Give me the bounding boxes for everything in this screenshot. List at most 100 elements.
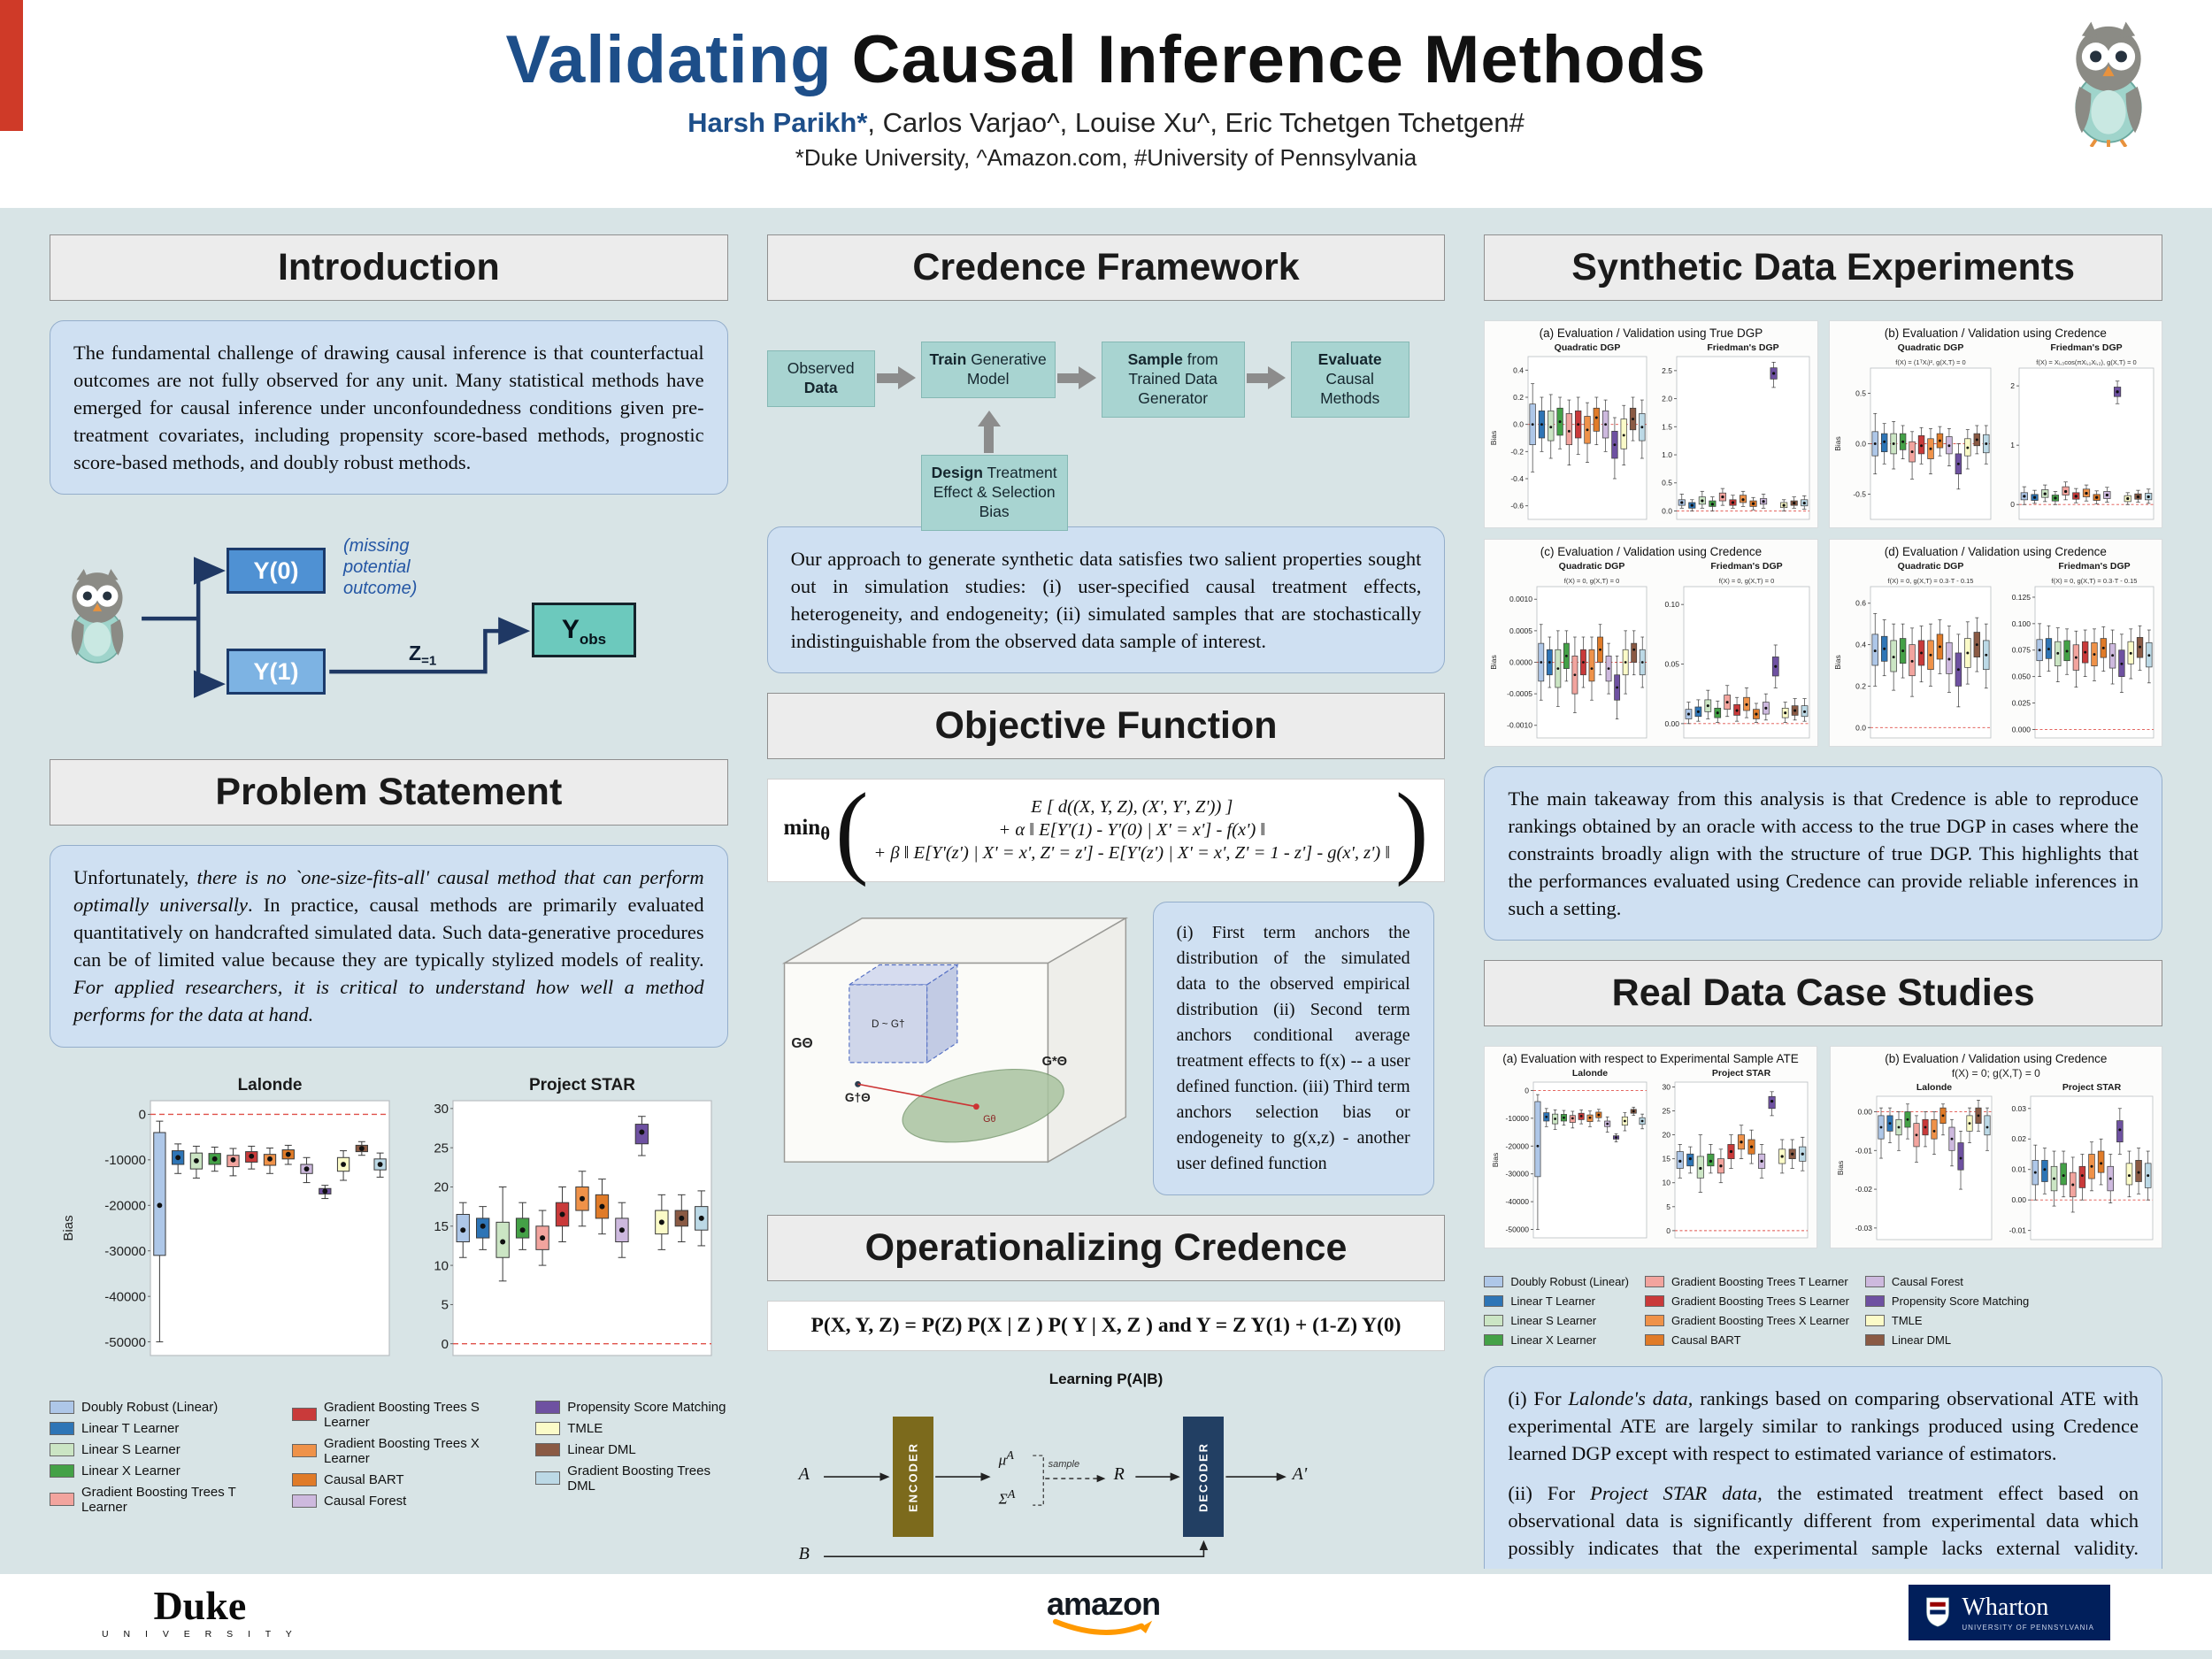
svg-text:5: 5 [442,1297,449,1312]
legend-swatch [291,1444,317,1458]
svg-text:f(X) = Xᵢ,₃cos(πXᵢ,₁Xᵢ,₂), g(: f(X) = Xᵢ,₃cos(πXᵢ,₁Xᵢ,₂), g(X,T) = 0 [2037,358,2137,366]
real-data-panels: (a) Evaluation with respect to Experimen… [1484,1046,2162,1249]
svg-text:10: 10 [1662,1179,1671,1187]
yobs-box: Yobs [532,603,636,658]
introduction-paragraph: The fundamental challenge of drawing cau… [73,342,704,474]
svg-text:15: 15 [434,1219,449,1234]
svg-text:Friedman's DGP: Friedman's DGP [2059,561,2131,572]
sample-label: sample [1048,1459,1080,1471]
flow-arrow-3 [1246,366,1286,389]
svg-text:Friedman's DGP: Friedman's DGP [1707,342,1778,353]
legend-label: Causal Forest [1891,1275,1963,1289]
svg-text:-20000: -20000 [1505,1141,1529,1150]
yobs-main: Y [561,615,580,645]
g-dagger-label: G†Θ [845,1091,871,1104]
objective-line-2: + α ‖ E[Y'(1) - Y'(0) | X' = x'] - f(x')… [998,820,1266,841]
legend-swatch [1484,1334,1504,1347]
wharton-text-block: Wharton UNIVERSITY OF PENNSYLVANIA [1962,1594,2094,1632]
svg-text:-0.02: -0.02 [1855,1185,1872,1194]
flow-text: Causal Methods [1320,369,1380,407]
latent-r-label: R [1113,1464,1125,1485]
legend-swatch [535,1400,561,1414]
svg-text:-0.03: -0.03 [1855,1224,1872,1233]
g-theta-point-label: Gθ [983,1115,995,1125]
svg-text:Quadratic DGP: Quadratic DGP [1555,342,1621,353]
introduction-title: Introduction [277,246,500,288]
legend-swatch [1645,1334,1665,1347]
svg-text:Lalonde: Lalonde [1916,1082,1952,1093]
flow-text-bold: Design [931,464,983,481]
lalonde-boxplot: LalondeBias0-10000-20000-30000-40000-500… [61,1076,390,1356]
svg-text:0.00: 0.00 [1664,719,1679,728]
svg-text:Friedman's DGP: Friedman's DGP [2051,342,2123,353]
svg-text:f(X) = 0, g(X,T) = 0.3·T - 0.: f(X) = 0, g(X,T) = 0.3·T - 0.15 [1888,577,1974,585]
introduction-text: The fundamental challenge of drawing cau… [50,320,728,495]
legend-item: Linear T Learner [50,1421,269,1436]
svg-text:-10000: -10000 [105,1153,147,1168]
g-star-label: G*Θ [1041,1055,1066,1069]
right-paren: ) [1395,772,1429,888]
svg-text:Quadratic DGP: Quadratic DGP [1898,561,1964,572]
problem-statement-title: Problem Statement [215,771,563,814]
factorization-formula: P(X, Y, Z) = P(Z) P(X | Z ) P( Y | X, Z … [766,1301,1446,1352]
legend-label: TMLE [1891,1314,1923,1328]
panel-b: (b) Evaluation / Validation using Creden… [1828,320,2162,528]
svg-text:0.0010: 0.0010 [1509,595,1532,603]
section-objective-function-header: Objective Function [766,693,1446,760]
generator-space-row: D ~ G† G†Θ G*Θ Gθ GΘ (i) First term anch… [767,902,1446,1196]
panel-c-caption: (c) Evaluation / Validation using Creden… [1540,545,1763,558]
svg-text:f(X) = 0, g(X,T) = 0: f(X) = 0, g(X,T) = 0 [1719,577,1775,585]
problem-text-2: . In practice, causal methods are primar… [73,894,704,972]
panel-c: (c) Evaluation / Validation using Creden… [1484,539,1818,747]
legend-item: Gradient Boosting Trees T Learner [50,1485,269,1515]
legend-item: Gradient Boosting Trees T Learner [1645,1275,1849,1288]
credence-flow-diagram: Observed Data Train Generative Model Sam… [766,320,1446,531]
legend-label: Causal Forest [323,1493,407,1509]
flow-text: from Trained Data Generator [1128,350,1218,407]
panel-b-caption: (b) Evaluation / Validation using Creden… [1884,326,2107,340]
svg-text:0.05: 0.05 [1664,659,1679,668]
svg-text:5: 5 [1666,1202,1671,1211]
penn-shield-icon [1926,1597,1950,1627]
svg-text:0.5: 0.5 [1662,479,1672,488]
svg-text:-0.0010: -0.0010 [1507,721,1532,730]
authors-line: Harsh Parikh*, Carlos Varjao^, Louise Xu… [0,107,2212,139]
affiliations-line: *Duke University, ^Amazon.com, #Universi… [795,144,1417,171]
duke-logo: Duke U N I V E R S I T Y [102,1585,298,1640]
svg-text:Project STAR: Project STAR [1711,1068,1770,1079]
panel-d: (d) Evaluation / Validation using Creden… [1828,539,2162,747]
credence-approach-text: Our approach to generate synthetic data … [766,526,1446,674]
case-studies-notes: (i) For Lalonde's data, rankings based o… [1484,1366,2162,1569]
encoder-box: ENCODER [892,1417,933,1538]
svg-text:Bias: Bias [1833,655,1842,670]
panel-a-caption: (a) Evaluation / Validation using True D… [1539,326,1763,340]
svg-text:0.125: 0.125 [2012,593,2032,602]
legend-swatch [1864,1295,1885,1308]
column-center: Credence Framework Observed Data Train G… [766,234,1446,1569]
legend-swatch [291,1472,317,1486]
problem-text-italic-2: For applied researchers, it is critical … [73,976,704,1026]
generator-space-diagram: D ~ G† G†Θ G*Θ Gθ GΘ [781,917,1128,1164]
svg-text:25: 25 [1662,1107,1671,1116]
svg-text:f(X) = 0, g(X,T) = 0: f(X) = 0, g(X,T) = 0 [1564,577,1620,585]
legend-label: TMLE [567,1420,603,1436]
svg-text:0.2: 0.2 [1856,681,1867,690]
min-theta: minθ [784,816,831,845]
svg-text:1.5: 1.5 [1662,422,1672,431]
svg-text:0.6: 0.6 [1856,599,1867,608]
legend-label: Linear T Learner [1510,1294,1595,1309]
flow-design-treatment-box: Design Treatment Effect & Selection Bias [920,455,1068,531]
flow-evaluate-causal-methods: Evaluate Causal Methods [1290,342,1409,418]
real-panel-b-formula: f(X) = 0; g(X,T) = 0 [1951,1067,2040,1080]
section-operationalizing-header: Operationalizing Credence [766,1215,1446,1282]
section-synthetic-experiments-header: Synthetic Data Experiments [1484,234,2162,301]
y0-box: Y(0) [227,548,326,595]
real-data-title: Real Data Case Studies [1611,972,2035,1015]
objective-lines: E [ d((X, Y, Z), (X', Y', Z')) ] + α ‖ E… [873,797,1390,864]
legend-swatch [50,1463,74,1478]
